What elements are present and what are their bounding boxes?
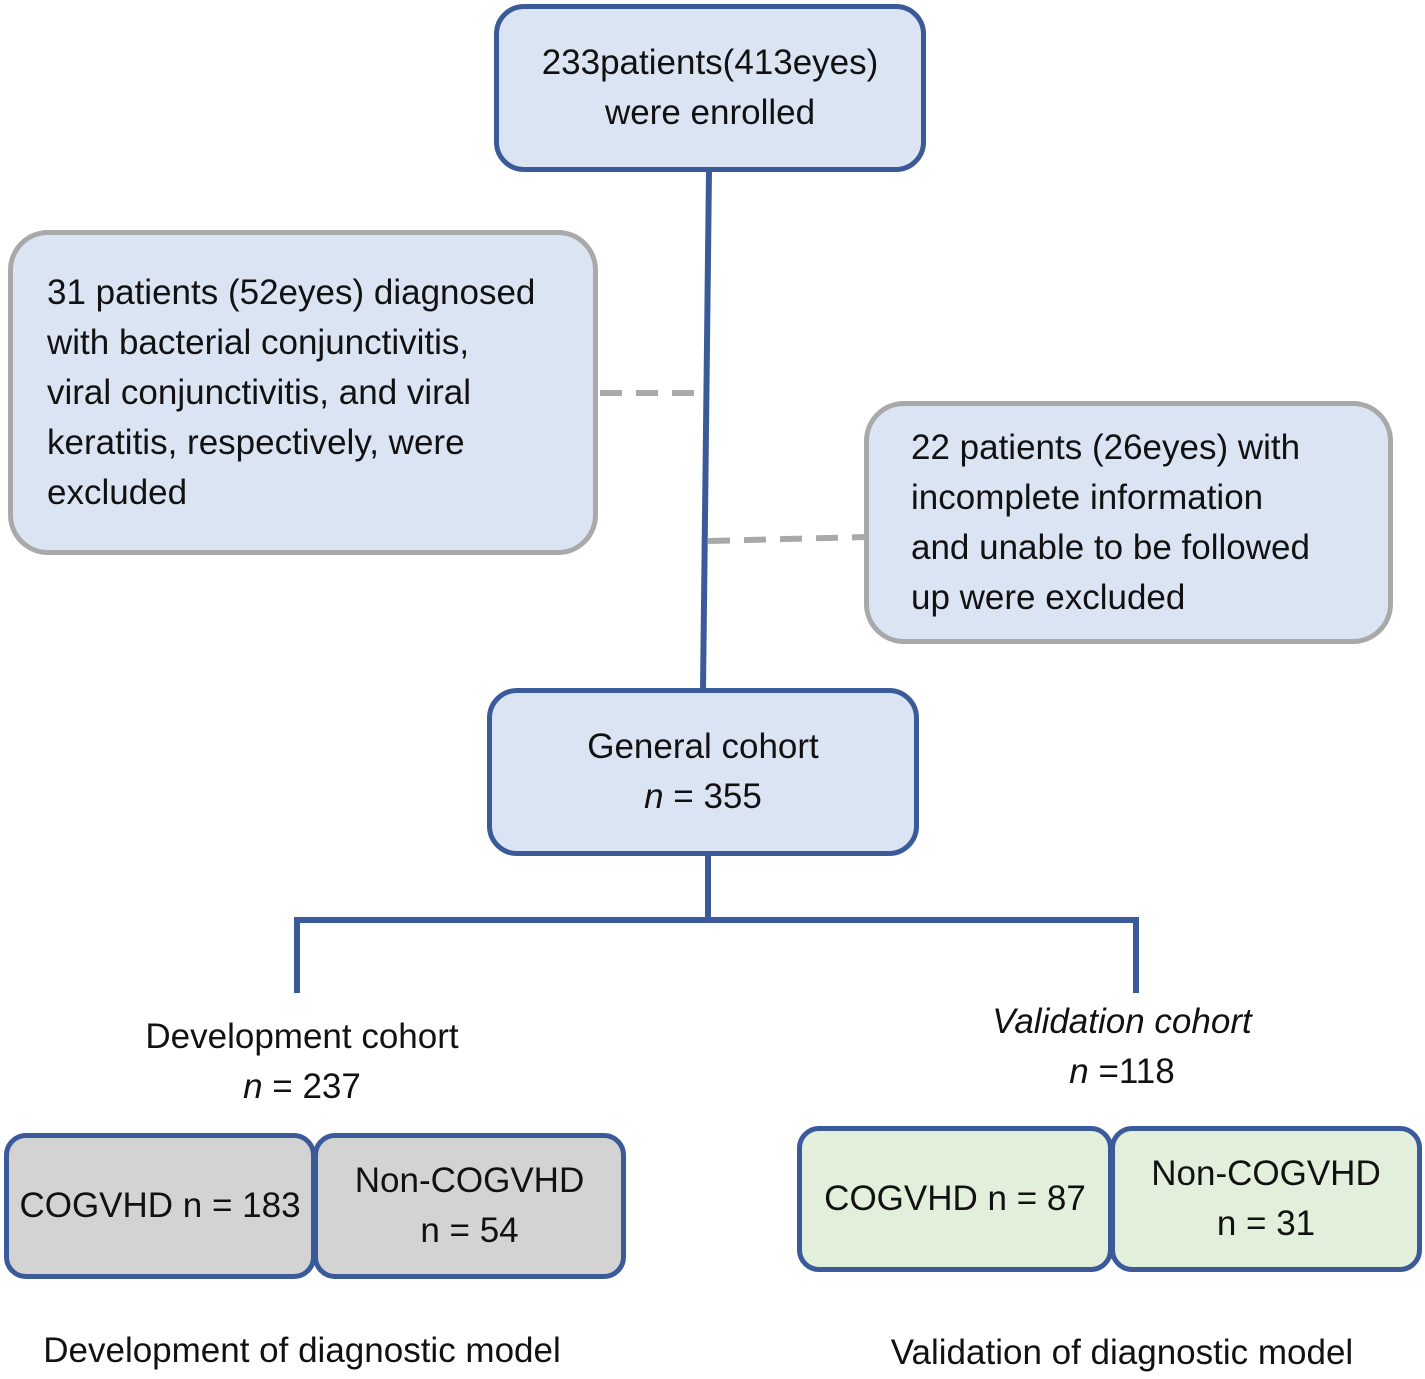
validation-n-symbol: n <box>1069 1052 1089 1091</box>
exclusion-left-line-5: excluded <box>47 472 188 512</box>
general-cohort-box: General cohort n = 355 <box>487 688 919 856</box>
validation-n-value: =118 <box>1088 1052 1175 1091</box>
exclusion-left-line-2: with bacterial conjunctivitis, <box>47 322 470 362</box>
validation-cohort-count: n =118 <box>880 1047 1364 1097</box>
development-cohort-count: n = 237 <box>60 1062 544 1112</box>
validation-non-cogvhd-line-2: n = 31 <box>1216 1204 1316 1243</box>
development-n-value: = 237 <box>262 1067 361 1106</box>
enrolled-line-2: were enrolled <box>604 93 816 132</box>
validation-cohort-label: Validation cohort n =118 <box>880 997 1364 1097</box>
exclusion-left-line-4: keratitis, respectively, were <box>47 422 465 462</box>
general-cohort-title: General cohort <box>587 727 819 766</box>
enrolled-box: 233patients(413eyes) were enrolled <box>494 4 926 172</box>
exclusion-left-box: 31 patients (52eyes) diagnosed with bact… <box>8 230 598 555</box>
development-cohort-title: Development cohort <box>145 1017 459 1056</box>
validation-cogvhd-box: COGVHD n = 87 <box>797 1126 1113 1272</box>
development-non-cogvhd-line-2: n = 54 <box>420 1211 519 1250</box>
validation-footer: Validation of diagnostic model <box>890 1333 1354 1372</box>
development-footer: Development of diagnostic model <box>43 1331 561 1370</box>
general-cohort-n-value: = 355 <box>663 777 762 816</box>
main-flow-line <box>700 169 712 691</box>
development-cohort-label: Development cohort n = 237 <box>60 1012 544 1112</box>
development-n-symbol: n <box>243 1067 263 1106</box>
validation-cohort-title: Validation cohort <box>992 1002 1252 1041</box>
development-cogvhd-box: COGVHD n = 183 <box>4 1133 316 1279</box>
validation-non-cogvhd-line-1: Non-COGVHD <box>1151 1154 1381 1193</box>
exclusion-right-connector <box>707 534 867 544</box>
validation-non-cogvhd-box: Non-COGVHD n = 31 <box>1110 1126 1422 1272</box>
development-cogvhd-text: COGVHD n = 183 <box>19 1186 301 1225</box>
exclusion-right-box: 22 patients (26eyes) with incomplete inf… <box>864 401 1393 644</box>
exclusion-left-line-3: viral conjunctivitis, and viral <box>47 372 472 412</box>
exclusion-left-line-1: 31 patients (52eyes) diagnosed <box>47 272 536 312</box>
exclusion-right-line-1: 22 patients (26eyes) with <box>911 427 1301 467</box>
exclusion-right-line-2: incomplete information <box>911 477 1264 517</box>
development-non-cogvhd-line-1: Non-COGVHD <box>354 1161 585 1200</box>
development-non-cogvhd-box: Non-COGVHD n = 54 <box>313 1133 626 1279</box>
enrolled-line-1: 233patients(413eyes) <box>541 43 879 82</box>
validation-cogvhd-text: COGVHD n = 87 <box>824 1179 1086 1218</box>
exclusion-right-line-3: and unable to be followed <box>911 527 1310 567</box>
exclusion-right-line-4: up were excluded <box>911 577 1186 617</box>
general-cohort-count: n = 355 <box>587 772 819 822</box>
general-cohort-n-symbol: n <box>644 777 664 816</box>
